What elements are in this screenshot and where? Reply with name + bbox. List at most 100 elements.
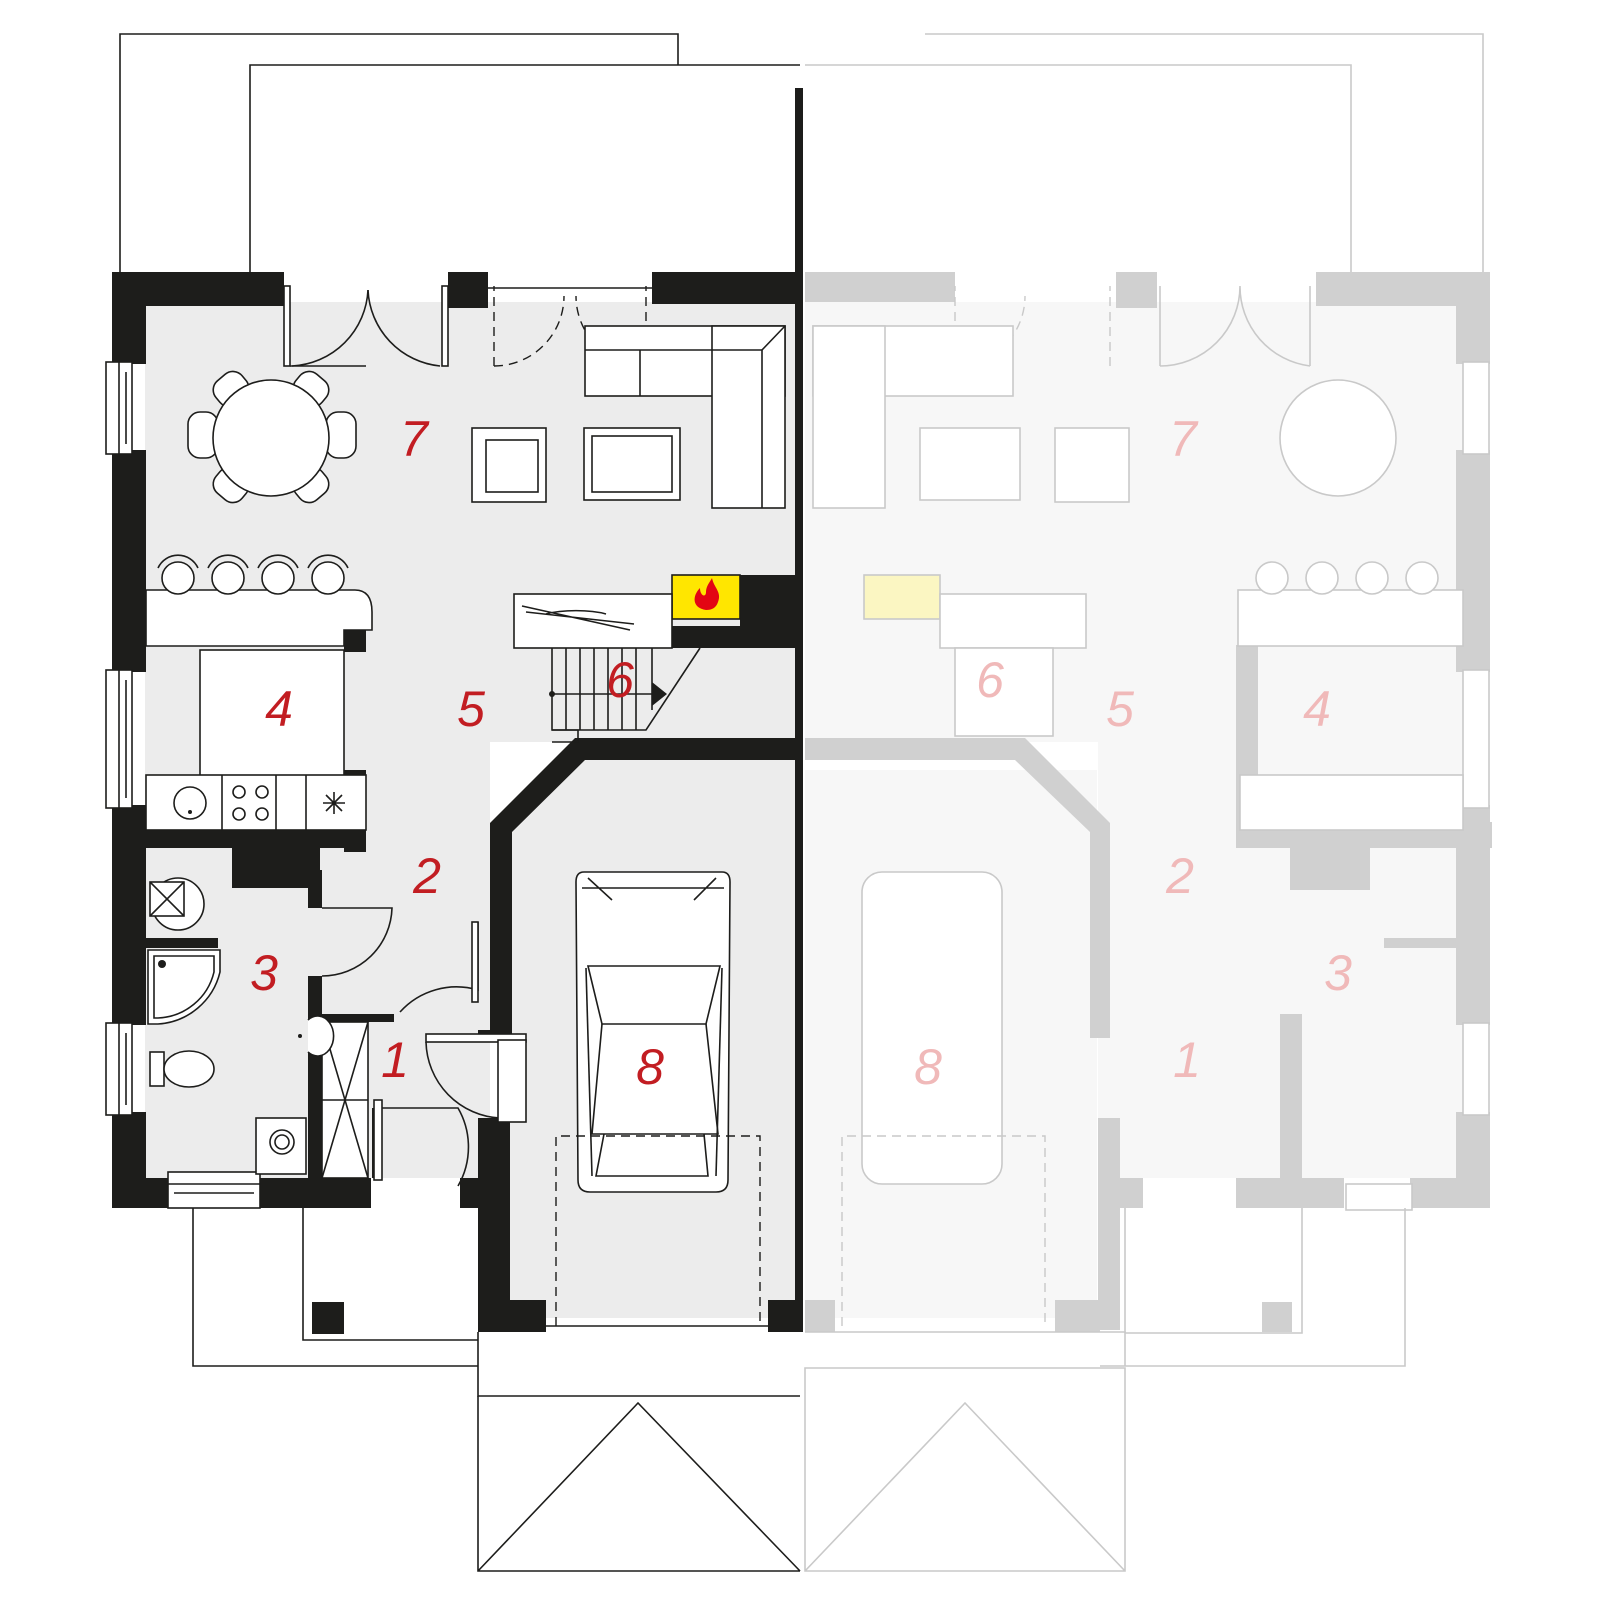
bar-stool-icon — [207, 554, 249, 595]
room-label-garage: 8 — [636, 1039, 664, 1095]
right-bar-stool-icon — [1305, 561, 1339, 595]
stair-landing — [513, 593, 673, 649]
bar-counter — [145, 589, 373, 647]
entrance-door — [373, 1099, 470, 1187]
garage-porch-outline — [477, 1332, 800, 1397]
right-entrance-step — [1124, 1208, 1303, 1334]
party-wall — [795, 272, 803, 740]
armchair-icon — [471, 427, 547, 503]
party-wall — [795, 88, 803, 278]
coffee-table — [583, 427, 681, 501]
left-unit: 1 2 3 4 5 6 7 8 — [105, 33, 803, 1572]
exterior-wall — [478, 1118, 510, 1332]
terrace-double-door — [283, 285, 449, 367]
right-wall — [1055, 1300, 1100, 1332]
right-room-label: 4 — [1303, 681, 1331, 737]
right-room-label: 8 — [914, 1039, 942, 1095]
front-door — [425, 1033, 527, 1123]
right-window — [1345, 1183, 1413, 1211]
right-window — [1462, 669, 1490, 809]
fireplace-icon — [671, 574, 741, 620]
room-label-dining: 5 — [457, 681, 485, 737]
right-wall — [1384, 938, 1456, 948]
sofa-icon — [584, 325, 786, 509]
right-wall — [1456, 272, 1490, 364]
stove-icon — [232, 785, 269, 821]
window — [105, 361, 133, 455]
interior-wall — [322, 1014, 394, 1022]
porch-column — [312, 1302, 344, 1334]
exterior-wall — [448, 272, 488, 308]
right-porch-roof — [804, 1367, 1126, 1572]
exterior-wall — [112, 450, 146, 672]
bar-stool-icon — [307, 554, 349, 595]
right-room-label: 6 — [976, 652, 1004, 708]
washbasin-icon — [298, 1015, 335, 1057]
right-wall — [1290, 848, 1370, 890]
party-wall — [795, 740, 803, 1332]
interior-wall — [146, 938, 218, 948]
right-room-label: 2 — [1165, 848, 1194, 904]
right-wall — [1236, 1178, 1344, 1208]
exterior-wall — [478, 1300, 546, 1332]
terrace-inner-outline — [249, 64, 800, 272]
stair-wall — [634, 626, 800, 648]
exterior-wall — [112, 1178, 170, 1208]
right-room-label: 7 — [1169, 411, 1199, 467]
car-icon — [575, 871, 731, 1193]
interior-wall — [308, 976, 322, 1178]
exterior-wall — [112, 272, 146, 364]
right-sliding-door — [954, 286, 1111, 367]
room-label-bathroom: 3 — [250, 945, 278, 1001]
kitchen-area — [199, 649, 345, 777]
right-terrace-door — [1159, 285, 1311, 367]
right-room-label: 5 — [1106, 681, 1134, 737]
entrance-step — [302, 1208, 478, 1341]
bathroom-door — [321, 907, 393, 977]
shower-icon — [147, 949, 221, 1025]
porch-roof — [477, 1396, 801, 1572]
right-bar-stool-icon — [1255, 561, 1289, 595]
right-bar-stool-icon — [1405, 561, 1439, 595]
interior-wall — [232, 848, 320, 888]
exterior-wall — [768, 1300, 803, 1332]
right-room-label: 1 — [1173, 1032, 1201, 1088]
right-terrace-inner-outline — [805, 64, 1352, 272]
garage-door-outline — [555, 1135, 761, 1326]
flame-icon — [694, 578, 720, 610]
sink-icon — [173, 786, 207, 820]
right-sofa-icon — [812, 325, 886, 509]
right-window — [1462, 361, 1490, 455]
room-label-stairs: 6 — [606, 652, 634, 708]
room-label-hall: 2 — [412, 848, 441, 904]
window — [167, 1171, 261, 1209]
exterior-wall — [652, 272, 800, 304]
right-wall — [1410, 1178, 1490, 1208]
terrace-sliding-door — [488, 286, 652, 367]
right-dining-table-icon — [1279, 379, 1397, 497]
right-column — [1262, 1302, 1292, 1332]
right-armchair-icon — [1054, 427, 1130, 503]
room-label-entrance: 1 — [381, 1032, 409, 1088]
right-stairs — [954, 647, 1054, 737]
right-car-icon — [861, 871, 1003, 1185]
interior-wall — [308, 870, 322, 908]
right-wall — [805, 272, 955, 302]
right-terrace-outline — [925, 33, 1484, 272]
washing-machine-icon — [255, 1117, 307, 1175]
right-wall — [805, 1300, 835, 1332]
fridge-icon — [323, 792, 345, 814]
right-fireplace-icon — [863, 574, 941, 620]
bar-stool-icon — [257, 554, 299, 595]
exterior-wall — [256, 1178, 371, 1208]
garage-door-interior — [399, 921, 479, 1013]
boiler-icon — [149, 877, 205, 931]
right-stairs-landing — [939, 593, 1087, 649]
window — [105, 669, 133, 809]
right-wall — [1098, 1118, 1120, 1330]
porch-outline — [192, 1208, 478, 1367]
right-garage-door-outline — [841, 1135, 1046, 1326]
right-window — [1462, 1022, 1490, 1116]
right-wall — [1280, 1014, 1302, 1178]
